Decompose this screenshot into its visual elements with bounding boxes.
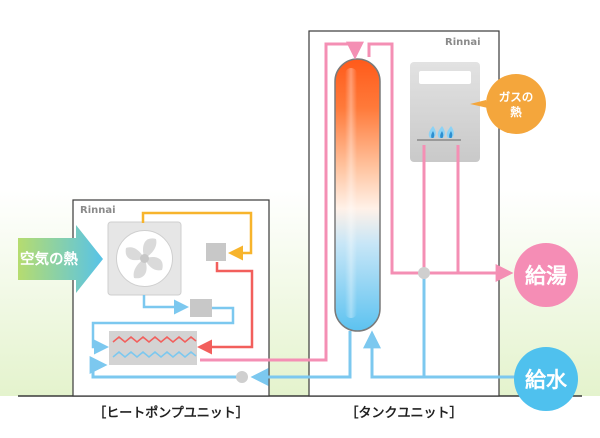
pump-icon	[236, 371, 248, 383]
fan-icon	[107, 221, 182, 296]
gas-heater-panel	[419, 71, 471, 84]
expansion-valve-block	[190, 299, 212, 317]
hot-water-outlet-pipe	[367, 42, 514, 282]
air-heat-label: 空気の熱	[20, 250, 78, 268]
gas-heat-label-line1: ガスの	[499, 90, 534, 104]
hot-water-tank-icon	[334, 58, 381, 332]
mixing-valve-icon	[418, 267, 430, 279]
heat-pump-unit: Rinnai	[72, 199, 270, 397]
heat-pump-brand: Rinnai	[80, 205, 116, 216]
gas-flame-icon	[428, 126, 454, 138]
refrigerant-condenser-line	[197, 262, 254, 355]
cold-water-return-in-pump	[89, 356, 240, 379]
cold-water-input-badge: 給水	[514, 347, 578, 411]
tank-brand: Rinnai	[445, 37, 481, 48]
tank-unit: Rinnai	[89, 30, 520, 397]
gas-heater-body	[410, 62, 480, 162]
cold-water-to-heat-pump-pipe	[250, 331, 352, 386]
hot-water-output-badge: 給湯	[514, 243, 578, 307]
heat-exchanger-icon	[109, 331, 197, 365]
air-heat-input: 空気の熱	[18, 225, 103, 293]
gas-heat-label-line2: 熱	[510, 105, 522, 119]
hot-water-output-label: 給湯	[525, 264, 567, 288]
tank-caption: ［タンクユニット］	[345, 405, 462, 421]
cold-water-inlet-pipe	[363, 330, 520, 379]
compressor-block	[206, 243, 226, 261]
refrigerant-return-line	[91, 306, 235, 355]
refrigerant-return-top	[142, 295, 189, 315]
air-heat-arrow	[18, 225, 103, 293]
refrigerant-hot-gas-line	[141, 211, 253, 261]
gas-heat-badge: ガスの 熱	[470, 74, 546, 134]
gas-heater	[410, 62, 480, 162]
hot-water-supply-pipe	[200, 41, 364, 362]
heat-pump-caption: ［ヒートポンプユニット］	[93, 405, 249, 421]
cold-water-input-label: 給水	[525, 368, 568, 392]
